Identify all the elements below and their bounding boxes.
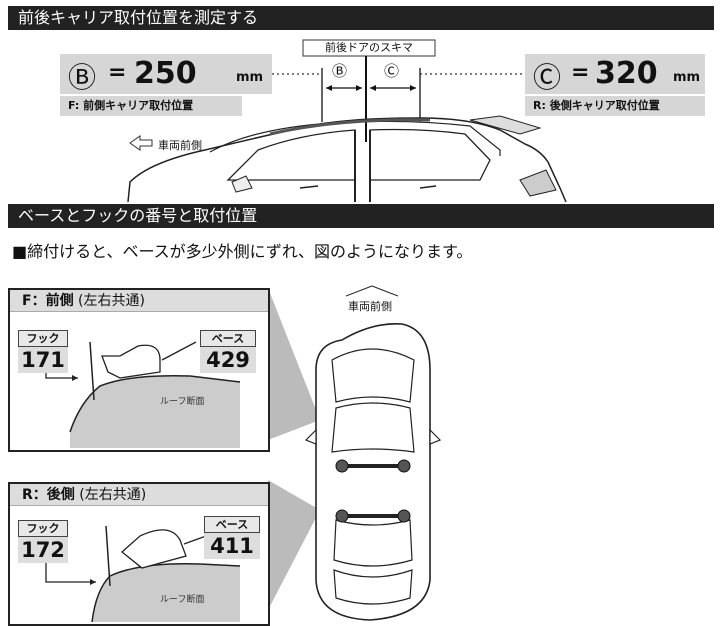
front-measure-panel: Ⓑ = 250 mm (60, 54, 272, 94)
rear-hook-tag: フック 172 (18, 520, 68, 563)
front-roof-section (45, 341, 241, 448)
gap-mark-b: Ⓑ (332, 62, 348, 80)
rear-roof-label: ルーフ断面 (160, 595, 205, 605)
rear-roof-section (45, 525, 241, 622)
measure-unit: mm (673, 70, 701, 85)
rear-measure-value: 320 (595, 56, 658, 91)
rear-hook-number: 172 (18, 537, 68, 563)
front-measure-caption: F: 前側キャリア取付位置 (60, 96, 242, 116)
measure-symbol-b: Ⓑ (68, 61, 97, 94)
measure-equals: = (571, 60, 590, 85)
bullet-icon: ■ (12, 242, 28, 261)
measure-unit: mm (236, 70, 264, 85)
arrow-left-icon (129, 135, 153, 151)
front-base-number: 429 (200, 347, 256, 373)
car-side-diagram (127, 39, 567, 202)
front-measure-value: 250 (134, 56, 197, 91)
front-detail-title: F：前側 (左右共通) (10, 290, 268, 312)
rear-base-tag: ベース 411 (204, 516, 260, 559)
rear-detail-title: R：後側 (左右共通) (10, 484, 268, 506)
front-hook-number: 171 (18, 347, 68, 373)
rear-base-number: 411 (204, 533, 260, 559)
front-detail-box: F：前側 (左右共通) フック 171 ベース 429 ルーフ断面 (8, 288, 270, 452)
arrow-up-icon (345, 285, 399, 297)
section-title: 前後キャリア取付位置を測定する (18, 8, 259, 27)
measure-symbol-c: Ⓒ (533, 61, 562, 94)
rear-measure-caption: R: 後側キャリア取付位置 (525, 96, 705, 116)
section-header-measure: 前後キャリア取付位置を測定する (8, 6, 714, 30)
note-text: ■締付けると、ベースが多少外側にずれ、図のようになります。 (12, 242, 473, 261)
car-top-view (268, 285, 442, 621)
door-gap-label: 前後ドアのスキマ (325, 41, 413, 54)
top-view-front-label: 車両前側 (348, 300, 392, 313)
rear-detail-box: R：後側 (左右共通) フック 172 ベース 411 ルーフ断面 (8, 482, 270, 626)
front-direction-label: 車両前側 (158, 139, 202, 152)
front-hook-tag: フック 171 (18, 330, 68, 373)
front-base-tag: ベース 429 (200, 330, 256, 373)
section-header-parts: ベースとフックの番号と取付位置 (8, 204, 714, 228)
measure-equals: = (108, 60, 127, 85)
front-roof-label: ルーフ断面 (160, 397, 205, 407)
section-title: ベースとフックの番号と取付位置 (18, 206, 258, 225)
rear-measure-panel: Ⓒ = 320 mm (525, 54, 705, 94)
gap-mark-c: Ⓒ (384, 62, 400, 80)
